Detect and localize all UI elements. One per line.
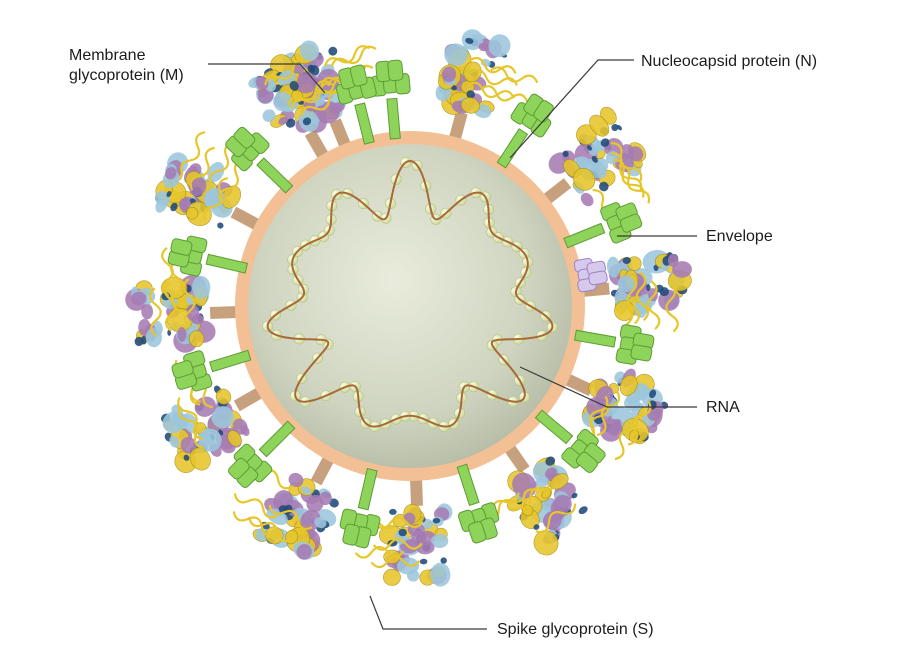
membrane-glycoprotein [370,59,411,140]
membrane-glycoprotein [171,349,252,392]
membrane-glycoprotein-group [167,59,655,549]
spike-glycoprotein [347,473,453,587]
nucleocapsid-protein-label: Nucleocapsid protein (N) [641,53,818,70]
membrane-label-line2: glycoprotein (M) [69,67,184,84]
envelope-label: Envelope [706,228,773,245]
spike-glycoprotein-label: Spike glycoprotein (S) [497,621,654,638]
spike-glycoprotein [248,54,356,164]
leader-line-rna [519,366,697,408]
envelope-protein-cluster [573,257,608,293]
membrane-glycoprotein [534,409,606,473]
spike-glycoprotein [478,440,588,556]
membrane-glycoprotein [339,467,381,549]
membrane-glycoprotein [496,93,554,169]
spike-glycoprotein [576,249,692,357]
spike-glycoprotein [232,451,339,560]
rna-label: RNA [706,399,740,416]
membrane-glycoprotein [335,64,377,145]
membrane-glycoprotein [225,126,294,194]
membrane-glycoprotein [456,463,500,544]
rna-strand [266,159,554,428]
rna-nucleocapsid-strand [262,156,558,432]
membrane-glycoprotein [167,235,249,277]
membrane-glycoprotein [563,202,643,249]
spike-glycoprotein [538,106,651,229]
spike-glycoprotein [154,131,265,233]
spike-glycoprotein-group [125,29,692,587]
leader-line-spike [369,595,487,630]
leader-line-nucleocapsid [509,59,634,159]
leader-lines [208,59,697,630]
membrane-glycoprotein [228,420,296,488]
membrane-glycoprotein [574,324,655,365]
envelope-protein [573,257,608,293]
spike-glycoprotein [435,29,539,146]
membrane-glycoprotein-label: Membrane glycoprotein (M) [69,46,184,86]
leader-line-membrane [208,63,326,94]
spike-glycoprotein [125,247,243,353]
membrane-label-line1: Membrane [69,47,146,64]
